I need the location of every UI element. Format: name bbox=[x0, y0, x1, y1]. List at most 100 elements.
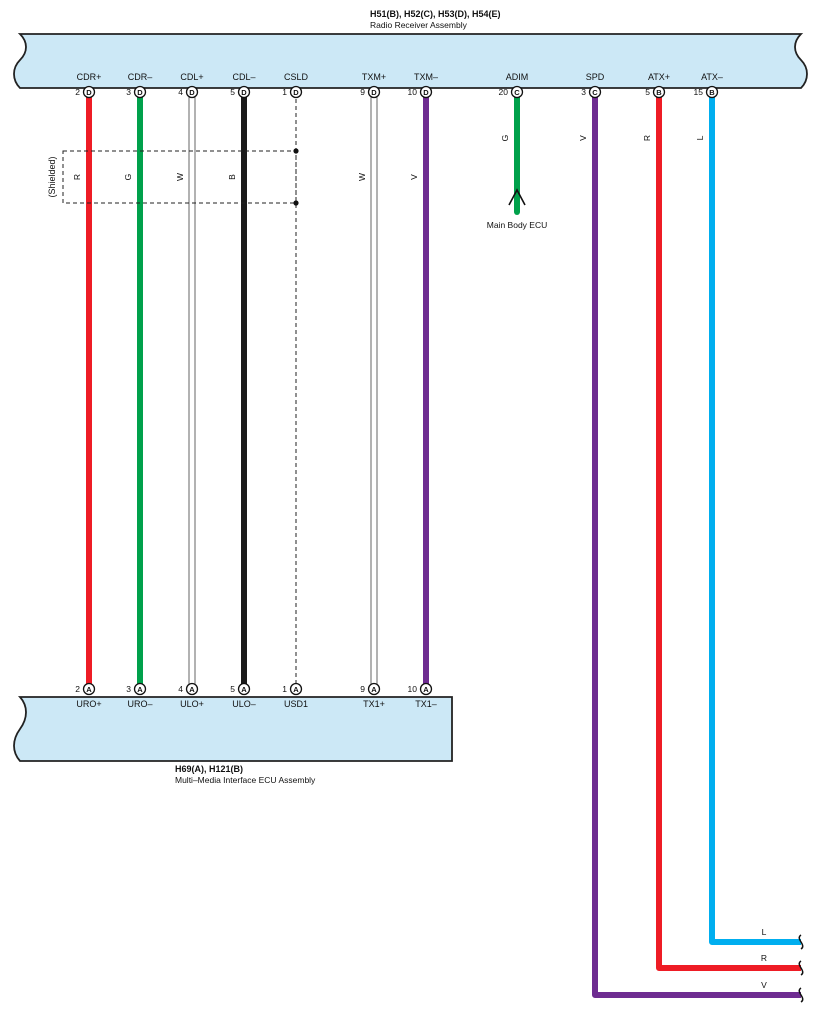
top-signal-adim: ADIM bbox=[506, 72, 529, 82]
bottom-txm-minus-pin-connector-letter: A bbox=[423, 685, 429, 694]
bottom-signal-cdl-minus: ULO– bbox=[232, 699, 256, 709]
top-cdl-plus-pin-circle bbox=[185, 85, 199, 99]
bottom-connector-title: H69(A), H121(B) bbox=[175, 764, 243, 774]
wire-cdl-plus-color-code: W bbox=[175, 173, 185, 181]
wire-atx-minus-color-code: L bbox=[695, 135, 705, 140]
top-signal-spd: SPD bbox=[586, 72, 605, 82]
top-atx-plus-pin-number: 5 bbox=[645, 87, 650, 97]
top-signal-txm-plus: TXM+ bbox=[362, 72, 386, 82]
shield-box: (Shielded) bbox=[47, 148, 299, 206]
wire-cdl-minus-color-code: B bbox=[227, 174, 237, 180]
adim-branch: Main Body ECU bbox=[487, 188, 547, 230]
bottom-cdl-minus-pin-number: 5 bbox=[230, 684, 235, 694]
bottom-txm-plus-pin-connector-letter: A bbox=[371, 685, 377, 694]
top-cdr-plus-pin-circle bbox=[82, 85, 96, 99]
bottom-csld-pin-number: 1 bbox=[282, 684, 287, 694]
wire-cdr-plus-color-code: R bbox=[72, 174, 82, 180]
bottom-signal-cdr-plus: URO+ bbox=[76, 699, 101, 709]
top-connector-title: H51(B), H52(C), H53(D), H54(E) bbox=[370, 9, 501, 19]
bottom-csld-pin-circle bbox=[289, 682, 303, 696]
top-csld-pin-number: 1 bbox=[282, 87, 287, 97]
top-signal-cdl-plus: CDL+ bbox=[180, 72, 203, 82]
top-signal-cdr-minus: CDR– bbox=[128, 72, 153, 82]
wire-spd-break-mark bbox=[798, 987, 804, 1003]
top-atx-minus-pin-connector-letter: B bbox=[709, 88, 715, 97]
top-atx-plus-pin-connector-letter: B bbox=[656, 88, 662, 97]
wire-cdl-minus: B bbox=[227, 92, 247, 689]
top-connector-subtitle: Radio Receiver Assembly bbox=[370, 20, 468, 30]
wire-atx-plus-color-code: R bbox=[642, 135, 652, 141]
wire-atx-plus-break-mark bbox=[798, 960, 804, 976]
top-cdl-plus-pin-number: 4 bbox=[178, 87, 183, 97]
bottom-connector-body bbox=[13, 696, 453, 762]
top-signal-atx-plus: ATX+ bbox=[648, 72, 670, 82]
top-txm-minus-pin-number: 10 bbox=[408, 87, 418, 97]
top-spd-pin-connector-letter: C bbox=[592, 88, 598, 97]
bottom-cdl-plus-pin-number: 4 bbox=[178, 684, 183, 694]
wire-cdr-plus: R bbox=[72, 92, 92, 689]
wire-cdr-minus-color-code: G bbox=[123, 174, 133, 181]
top-csld-pin-connector-letter: D bbox=[293, 88, 299, 97]
top-atx-plus-pin-circle bbox=[652, 85, 666, 99]
wire-atx-plus-line bbox=[656, 92, 801, 971]
wire-atx-minus-break-mark bbox=[798, 934, 804, 950]
top-txm-minus-pin-circle bbox=[419, 85, 433, 99]
bottom-signal-cdr-minus: URO– bbox=[127, 699, 152, 709]
wire-txm-plus: W bbox=[357, 92, 378, 689]
bottom-txm-plus-pin-number: 9 bbox=[360, 684, 365, 694]
bottom-cdr-plus-pin-circle bbox=[82, 682, 96, 696]
bottom-csld-pin-connector-letter: A bbox=[293, 685, 299, 694]
wire-spd-line bbox=[592, 92, 801, 998]
top-cdr-plus-pin-connector-letter: D bbox=[86, 88, 92, 97]
top-cdl-minus-pin-number: 5 bbox=[230, 87, 235, 97]
top-atx-minus-pin-number: 15 bbox=[694, 87, 704, 97]
top-cdl-plus-pin-connector-letter: D bbox=[189, 88, 195, 97]
wire-spd: VV bbox=[578, 92, 804, 1003]
wire-cdr-minus: G bbox=[123, 92, 143, 689]
wire-cdl-plus: W bbox=[175, 92, 196, 689]
wire-txm-plus-color-code: W bbox=[357, 173, 367, 181]
top-signal-txm-minus: TXM– bbox=[414, 72, 438, 82]
bottom-signal-txm-minus: TX1– bbox=[415, 699, 437, 709]
top-adim-pin-number: 20 bbox=[499, 87, 509, 97]
top-cdr-minus-pin-number: 3 bbox=[126, 87, 131, 97]
bottom-signal-csld: USD1 bbox=[284, 699, 308, 709]
main-body-ecu-label: Main Body ECU bbox=[487, 220, 547, 230]
top-signal-csld: CSLD bbox=[284, 72, 309, 82]
bottom-cdl-minus-pin-connector-letter: A bbox=[241, 685, 247, 694]
bottom-cdl-plus-pin-circle bbox=[185, 682, 199, 696]
radio-receiver-connector: H51(B), H52(C), H53(D), H54(E) Radio Rec… bbox=[13, 9, 808, 89]
top-signal-cdr-plus: CDR+ bbox=[77, 72, 102, 82]
bottom-cdl-plus-pin-connector-letter: A bbox=[189, 685, 195, 694]
wire-spd-end-color-code: V bbox=[761, 980, 767, 990]
adim-branch-arrow bbox=[508, 188, 526, 206]
bottom-txm-plus-pin-circle bbox=[367, 682, 381, 696]
top-cdr-minus-pin-circle bbox=[133, 85, 147, 99]
top-cdl-minus-pin-connector-letter: D bbox=[241, 88, 247, 97]
top-cdr-plus-pin-number: 2 bbox=[75, 87, 80, 97]
bottom-txm-minus-pin-circle bbox=[419, 682, 433, 696]
bottom-connector-subtitle: Multi–Media Interface ECU Assembly bbox=[175, 775, 316, 785]
shield-outline bbox=[62, 150, 297, 204]
bottom-cdr-plus-pin-number: 2 bbox=[75, 684, 80, 694]
wire-txm-minus-color-code: V bbox=[409, 174, 419, 180]
wire-adim-color-code: G bbox=[500, 135, 510, 142]
top-spd-pin-number: 3 bbox=[581, 87, 586, 97]
multimedia-ecu-connector: H69(A), H121(B) Multi–Media Interface EC… bbox=[13, 696, 453, 785]
top-txm-plus-pin-number: 9 bbox=[360, 87, 365, 97]
top-txm-plus-pin-connector-letter: D bbox=[371, 88, 377, 97]
wire-atx-plus-end-color-code: R bbox=[761, 953, 767, 963]
bottom-signal-txm-plus: TX1+ bbox=[363, 699, 385, 709]
top-txm-plus-pin-circle bbox=[367, 85, 381, 99]
wire-txm-minus: V bbox=[409, 92, 429, 689]
